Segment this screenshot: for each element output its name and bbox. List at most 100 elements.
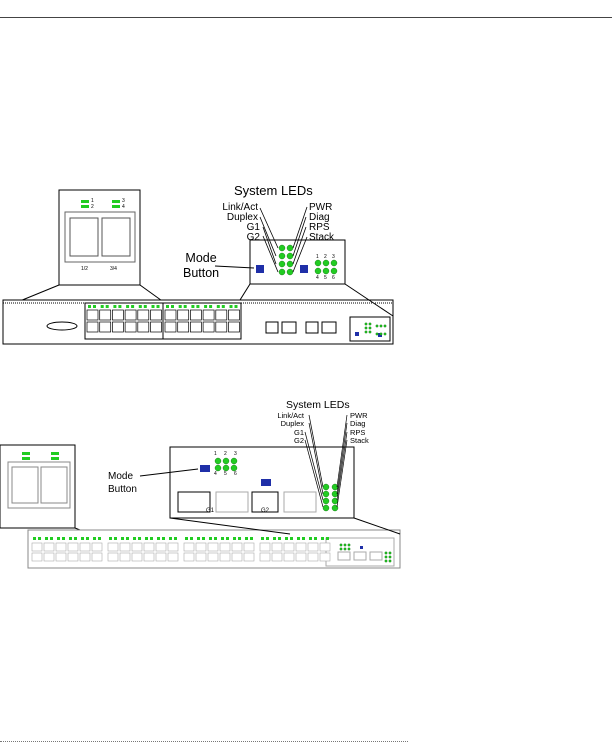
stack-led bbox=[314, 259, 322, 267]
fig2-g1-label: G1 bbox=[293, 428, 304, 437]
fig1-zoom-leds bbox=[81, 200, 120, 208]
rj45-port bbox=[283, 542, 295, 552]
rj45-port bbox=[215, 309, 228, 321]
port-led bbox=[226, 537, 229, 540]
fig2-linkact-label: Link/Act bbox=[277, 411, 304, 420]
stack-led bbox=[322, 267, 330, 275]
fig1-port-array bbox=[86, 305, 240, 333]
port-status-led bbox=[322, 504, 330, 512]
chassis-led bbox=[388, 551, 392, 555]
fig2-mode-line2: Button bbox=[108, 484, 137, 495]
fig1-g2-label: G2 bbox=[246, 232, 260, 243]
port-led bbox=[321, 537, 324, 540]
port-led bbox=[143, 305, 147, 308]
port-status-led bbox=[322, 490, 330, 498]
fig1-mode-line2: Button bbox=[183, 266, 220, 280]
port-led bbox=[229, 305, 233, 308]
port-led bbox=[178, 305, 182, 308]
fig1-led-leaders bbox=[259, 206, 308, 273]
fig2-zoom-leds bbox=[22, 452, 59, 460]
rj45-port bbox=[31, 542, 43, 552]
port-led bbox=[297, 537, 300, 540]
port-led bbox=[273, 537, 276, 540]
fig2-mode-line1: Mode bbox=[108, 471, 134, 482]
rj45-port bbox=[164, 309, 177, 321]
port-status-led bbox=[278, 244, 286, 252]
port-led bbox=[221, 305, 225, 308]
chassis-led bbox=[368, 326, 372, 330]
port-led bbox=[171, 305, 174, 308]
port-led bbox=[214, 537, 217, 540]
rj45-port bbox=[219, 552, 231, 562]
port-led bbox=[221, 537, 224, 540]
chassis-led bbox=[383, 324, 387, 328]
port-led bbox=[314, 537, 317, 540]
port-led bbox=[250, 537, 253, 540]
rj45-port bbox=[107, 542, 119, 552]
fig2-led-callout bbox=[169, 446, 401, 535]
fig1-zoom-led bbox=[81, 200, 89, 203]
rj45-port bbox=[150, 321, 162, 333]
rj45-port bbox=[319, 542, 331, 552]
rj45-port bbox=[119, 542, 131, 552]
rj45-port bbox=[243, 552, 255, 562]
fig2-mode-button-label: Mode Button bbox=[108, 470, 137, 496]
chassis-led bbox=[388, 559, 392, 563]
port-led bbox=[138, 305, 142, 308]
port-led bbox=[131, 305, 135, 308]
port-led bbox=[50, 537, 53, 540]
system-status-led bbox=[331, 504, 339, 512]
chassis-led bbox=[339, 547, 343, 551]
port-led bbox=[33, 537, 36, 540]
port-led bbox=[121, 537, 124, 540]
fig1-zoom-num-1: 1 bbox=[91, 198, 94, 204]
port-led bbox=[302, 537, 305, 540]
port-led bbox=[234, 305, 238, 308]
chassis-led bbox=[339, 543, 343, 547]
rj45-port bbox=[99, 321, 112, 333]
port-status-led bbox=[322, 483, 330, 491]
port-led bbox=[190, 537, 193, 540]
port-led bbox=[138, 537, 141, 540]
fig1-mode-button[interactable] bbox=[256, 265, 264, 273]
rj45-port bbox=[67, 552, 79, 562]
rj45-port bbox=[202, 321, 215, 333]
rj45-port bbox=[283, 552, 295, 562]
rj45-port bbox=[99, 309, 112, 321]
fig2-stack-button[interactable] bbox=[261, 479, 271, 486]
rj45-port bbox=[307, 542, 319, 552]
port-led bbox=[81, 537, 84, 540]
rj45-port bbox=[137, 321, 150, 333]
fig2-pwr-label: PWR bbox=[350, 411, 368, 420]
fig1-stack-button[interactable] bbox=[300, 265, 308, 273]
fig1-zoom-num-4: 4 bbox=[122, 204, 125, 210]
rj45-port bbox=[228, 321, 240, 333]
rj45-port bbox=[31, 552, 43, 562]
rj45-port bbox=[167, 542, 179, 552]
fig1-led-callout bbox=[239, 239, 394, 317]
port-led bbox=[45, 537, 48, 540]
chassis-led bbox=[375, 324, 379, 328]
fig2-mode-button[interactable] bbox=[200, 465, 210, 472]
fig2-stack-num-6: 6 bbox=[234, 471, 237, 477]
rj45-port bbox=[219, 542, 231, 552]
port-led bbox=[93, 537, 96, 540]
chassis-led bbox=[343, 543, 347, 547]
port-led bbox=[126, 537, 129, 540]
fig1-stack-num-6: 6 bbox=[332, 275, 335, 281]
port-led bbox=[114, 537, 117, 540]
rj45-port bbox=[177, 321, 190, 333]
port-led bbox=[216, 305, 220, 308]
rj45-port bbox=[55, 552, 67, 562]
fig1-rps-label: RPS bbox=[309, 222, 330, 233]
fig2-g1-port-label: G1 bbox=[206, 508, 215, 514]
fig1-g1-label: G1 bbox=[246, 222, 260, 233]
rj45-port bbox=[207, 542, 219, 552]
rj45-port bbox=[295, 552, 307, 562]
fig2-zoom-led bbox=[51, 457, 59, 460]
fig2-port-array bbox=[31, 537, 331, 562]
port-led bbox=[196, 305, 200, 308]
rj45-port bbox=[91, 542, 103, 552]
port-led bbox=[278, 537, 281, 540]
port-led bbox=[113, 305, 117, 308]
